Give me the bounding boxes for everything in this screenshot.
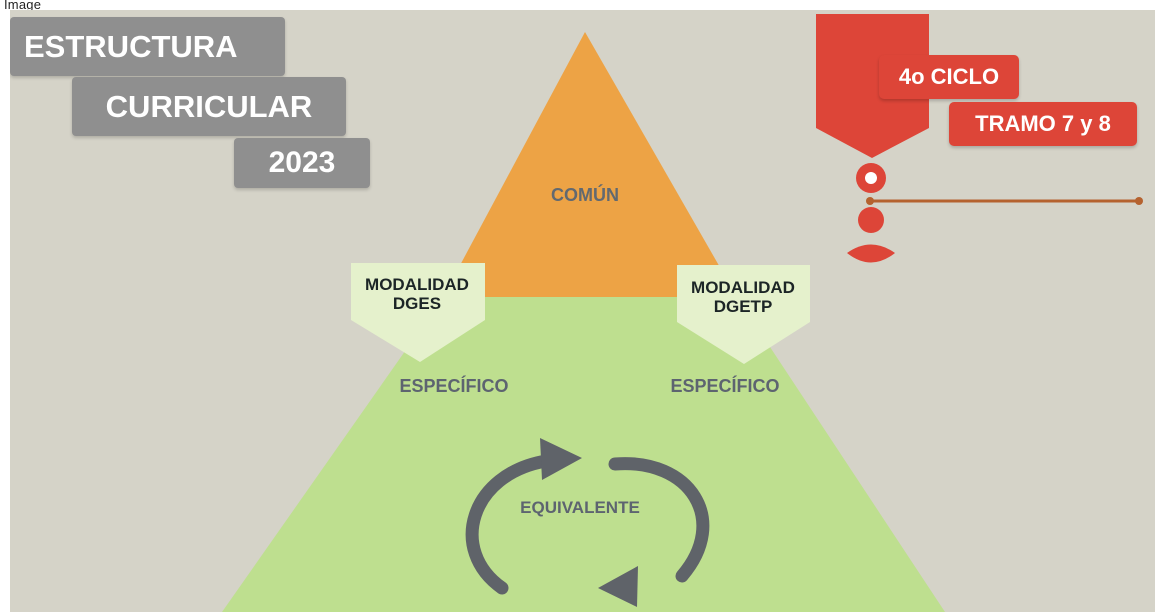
person-icon <box>847 163 895 263</box>
cycle-arrows-icon <box>465 454 710 595</box>
common-layer <box>443 32 737 297</box>
slide: ESTRUCTURA CURRICULAR 2023 COMÚN MODALID… <box>10 10 1155 612</box>
title-tag-curricular: CURRICULAR <box>72 77 346 136</box>
image-caption: Image <box>4 0 42 12</box>
modality-dgetp-label: MODALIDAD DGETP <box>691 278 795 316</box>
equivalent-label: EQUIVALENTE <box>520 498 640 517</box>
ribbon-marker-icon <box>816 14 929 158</box>
specific-label-left: ESPECÍFICO <box>399 376 509 396</box>
timeline <box>866 197 1143 205</box>
cycle-arrowhead-bottom <box>598 566 638 607</box>
cycle-tag: 4o CICLO <box>879 55 1019 99</box>
cycle-arrow-right <box>608 457 710 583</box>
modality-dges-arrow <box>351 263 485 362</box>
specific-layer <box>222 297 945 612</box>
cycle-arrowhead-top <box>540 438 582 480</box>
specific-label-right: ESPECÍFICO <box>670 376 780 396</box>
modality-dgetp-arrow <box>677 265 810 364</box>
modality-dges-label: MODALIDAD DGES <box>365 275 469 313</box>
cycle-arrow-left <box>465 454 553 595</box>
tramo-tag: TRAMO 7 y 8 <box>949 102 1137 146</box>
common-label: COMÚN <box>551 185 619 205</box>
pyramid-diagram <box>222 14 1143 612</box>
title-tag-year: 2023 <box>234 138 370 188</box>
title-tag-estructura: ESTRUCTURA <box>10 17 285 76</box>
